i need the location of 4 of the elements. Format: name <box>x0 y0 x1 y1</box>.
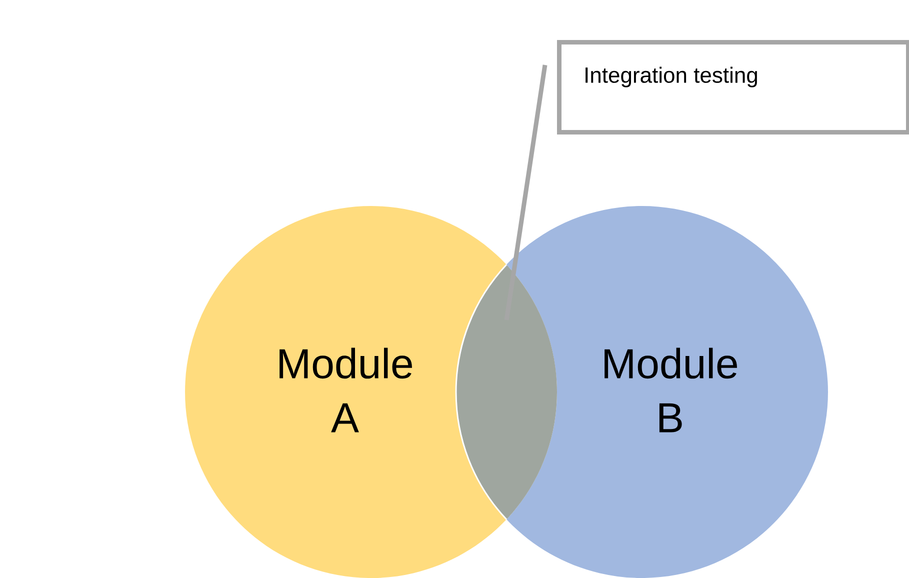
module-label: Module A <box>280 348 412 432</box>
callout-box: Integration testing <box>557 40 909 134</box>
overlap-lens <box>455 264 557 520</box>
module-label: Module B <box>604 348 737 432</box>
